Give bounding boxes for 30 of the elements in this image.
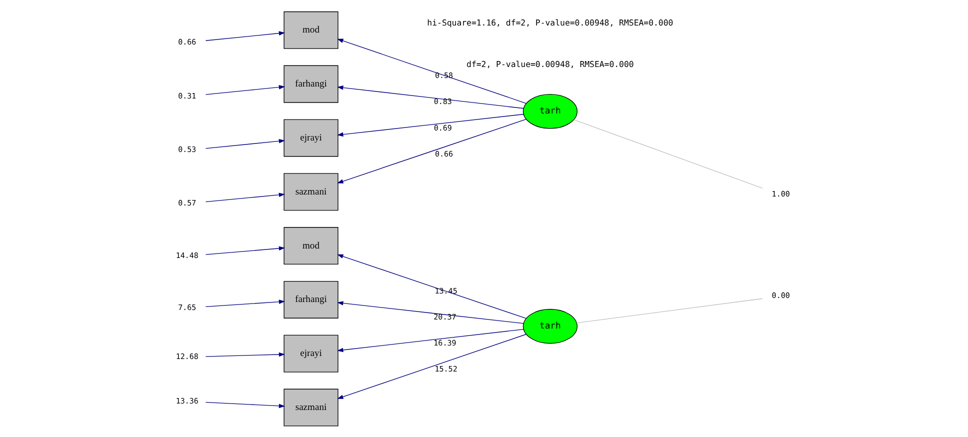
arrow — [337, 86, 524, 109]
arrow — [205, 85, 286, 95]
connector — [574, 119, 763, 188]
arrow — [205, 192, 286, 202]
node-ellipse: tarh — [522, 94, 578, 129]
node-box: sazmani — [284, 173, 338, 211]
label: hi-Square=1.16, df=2, P-value=0.00948, RMSEA=0.000 — [427, 17, 674, 28]
arrow — [337, 118, 527, 184]
arrow — [337, 114, 524, 137]
arrow — [205, 402, 286, 408]
arrow — [337, 38, 527, 104]
arrow — [205, 246, 286, 255]
label: df=2, P-value=0.00948, RMSEA=0.000 — [466, 59, 634, 70]
node-box: farhangi — [284, 65, 338, 103]
arrow — [205, 138, 286, 149]
arrow — [337, 328, 524, 352]
arrow — [205, 31, 286, 41]
arrow — [205, 300, 286, 308]
node-box: sazmani — [284, 388, 338, 426]
node-ellipse: tarh — [522, 308, 578, 344]
arrow — [337, 334, 527, 399]
node-box: farhangi — [284, 280, 338, 318]
node-box: mod — [284, 11, 338, 49]
arrow — [337, 254, 527, 319]
node-box: ejrayi — [284, 334, 338, 372]
node-box: mod — [284, 227, 338, 265]
arrow — [337, 301, 524, 324]
arrow — [205, 352, 286, 357]
node-box: ejrayi — [284, 119, 338, 157]
connector — [576, 298, 763, 324]
